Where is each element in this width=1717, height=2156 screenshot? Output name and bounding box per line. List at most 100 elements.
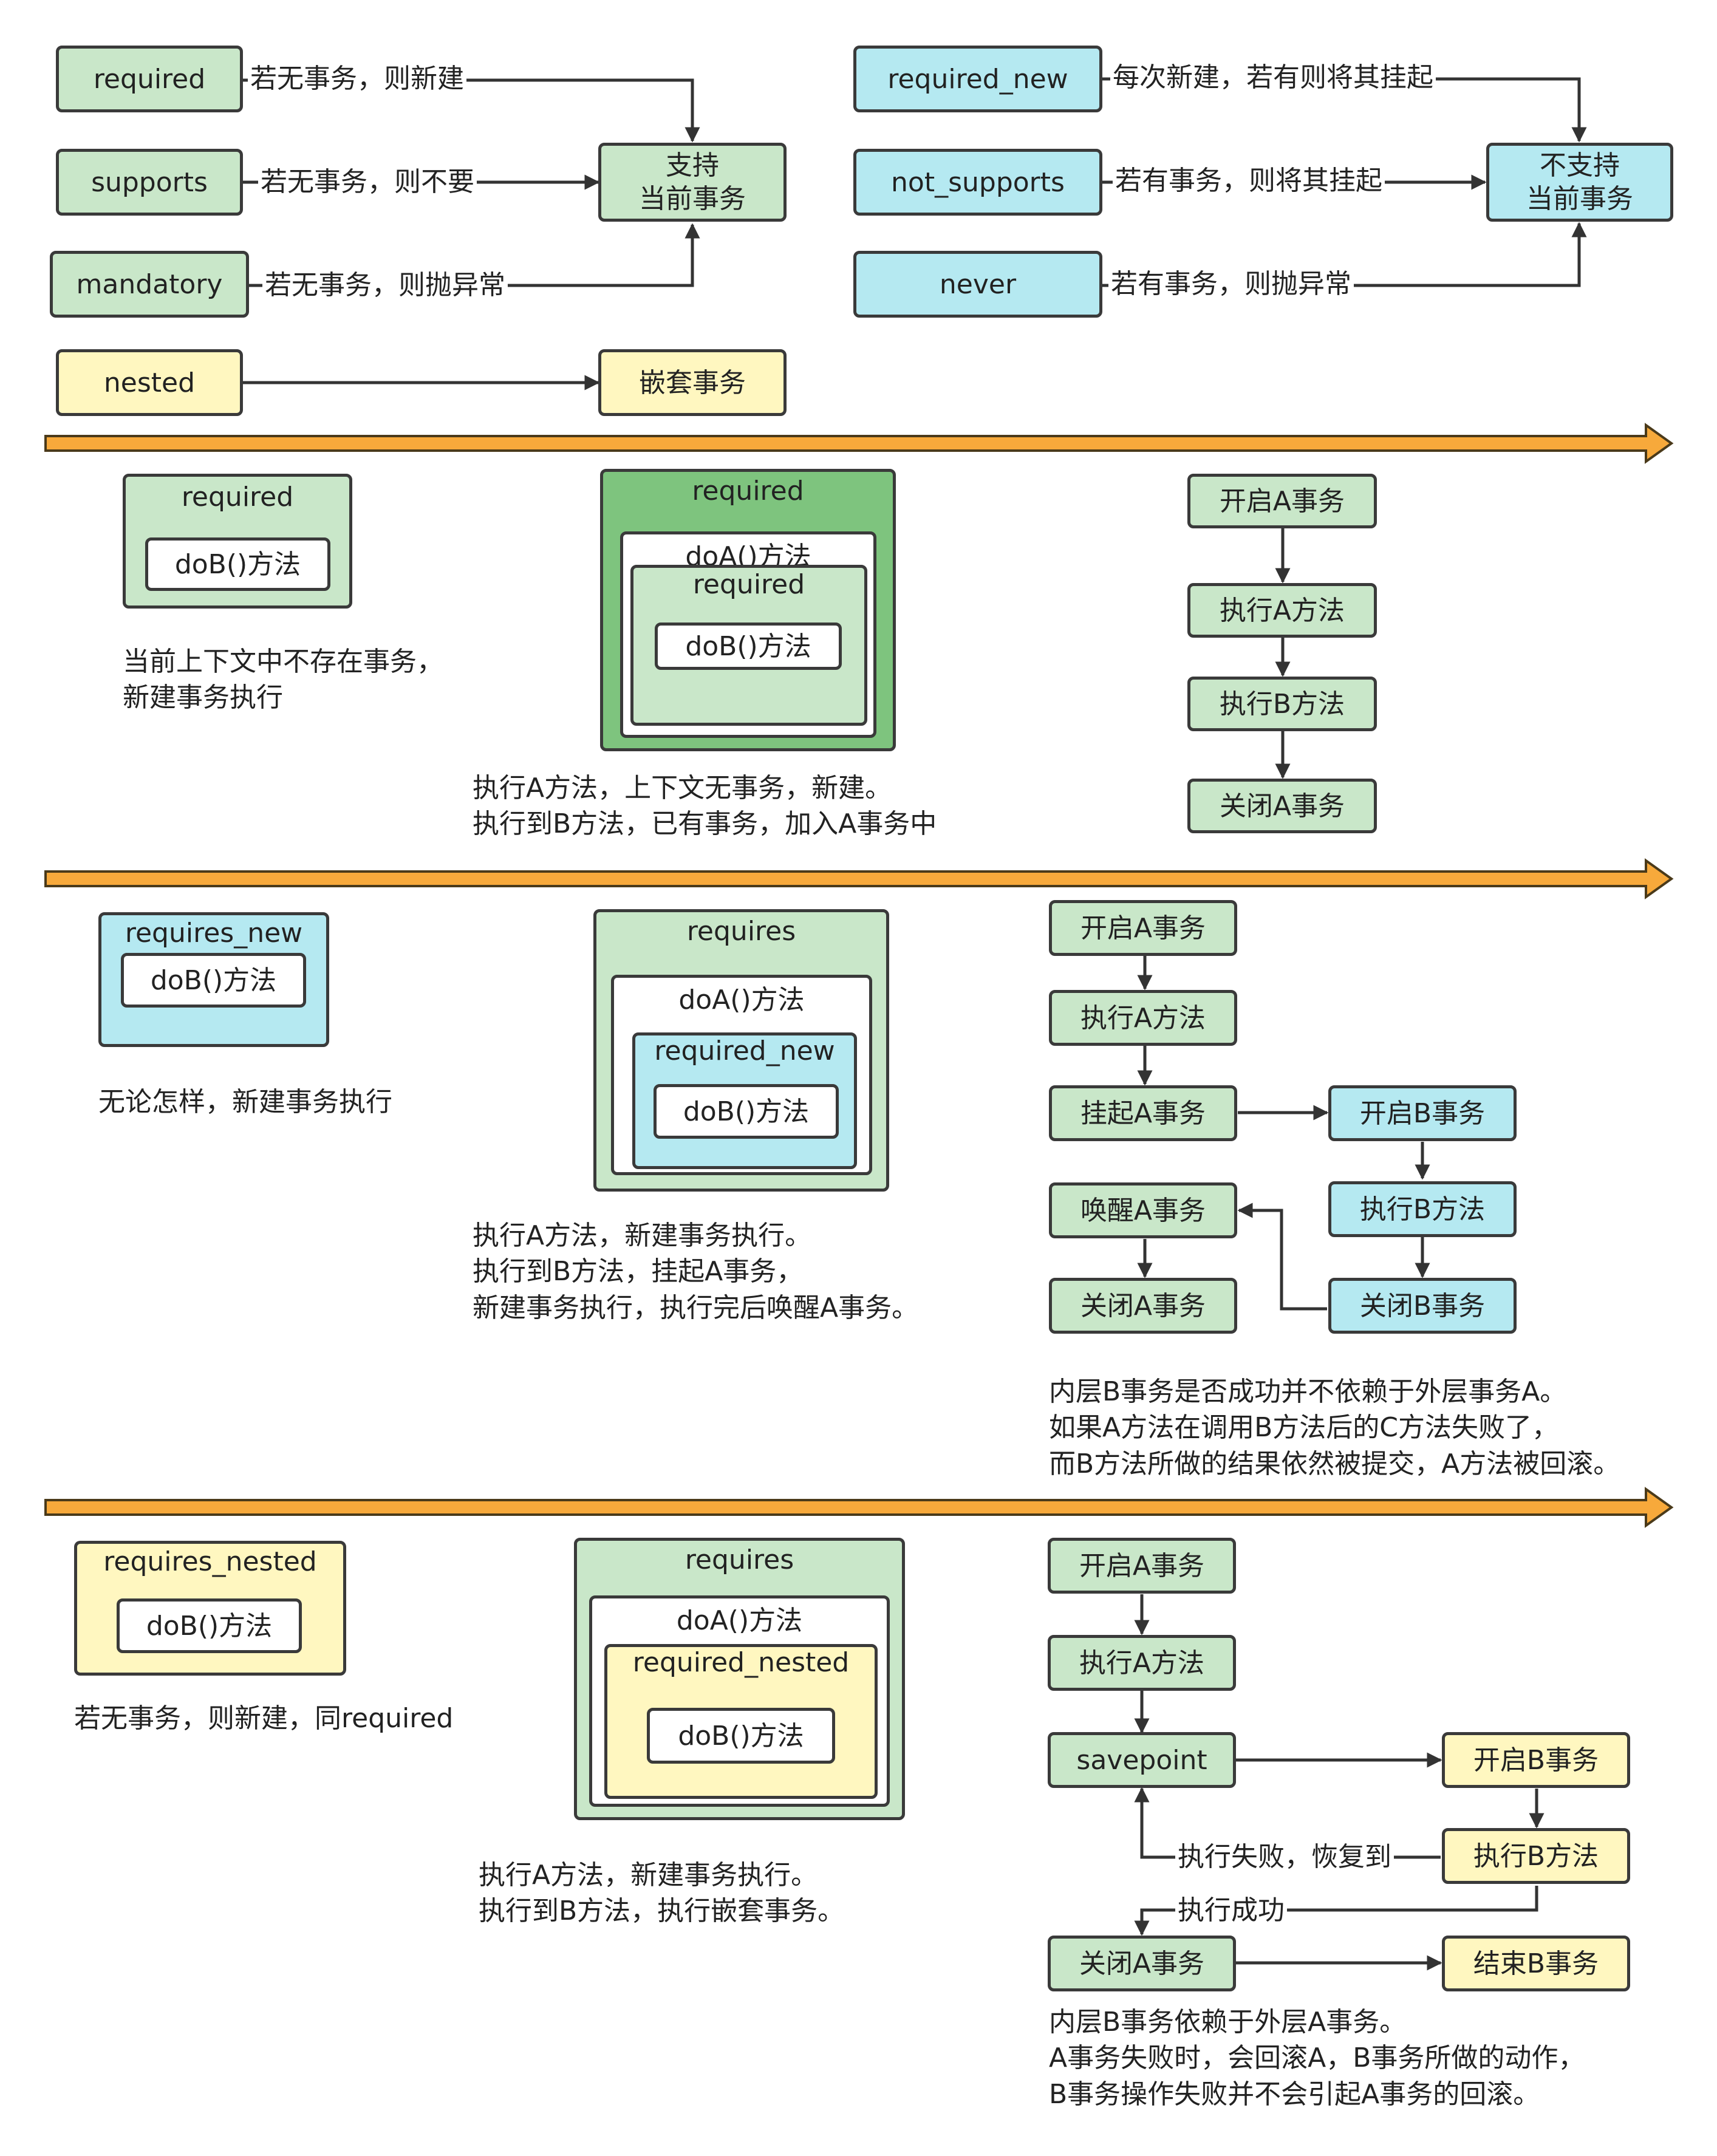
legend-not-supports-desc: 若有事务，则将其挂起 [1113,164,1385,197]
legend-mandatory: mandatory [50,251,249,318]
s3-flow-close-a-label: 关闭A事务 [1079,1948,1205,1979]
s3-flow-open-b-label: 开启B事务 [1473,1744,1599,1776]
s2-example-line-1: 执行A方法，新建事务执行。 [473,1220,812,1251]
s1-outer-title: required [692,476,804,507]
s1-note: 当前上下文中不存在事务， 新建事务执行 [123,644,443,716]
s1-dob-label: doB()方法 [174,548,301,580]
s2-box-title: requires_new [125,918,303,949]
legend-nested-target: 嵌套事务 [598,349,787,416]
s3-example-line-2: 执行到B方法，执行嵌套事务。 [479,1895,845,1927]
s2-example-line-2: 执行到B方法，挂起A事务， [473,1256,804,1288]
legend-required-desc: 若无事务，则新建 [248,62,466,95]
s3-flow-close-a: 关闭A事务 [1048,1936,1236,1991]
s2-flow-close-a-label: 关闭A事务 [1080,1290,1206,1322]
s3-box-dob: doB()方法 [117,1598,302,1653]
s1-required-box-title: required [181,482,294,513]
s1-example-line-2: 执行到B方法，已有事务，加入A事务中 [473,808,937,840]
s1-doa-box: doA()方法 required doB()方法 [620,531,876,738]
s2-summary-line-3: 而B方法所做的结果依然被提交，A方法被回滚。 [1049,1448,1620,1479]
s3-inner-dob-label: doB()方法 [678,1720,804,1752]
s2-flow-suspend-a-label: 挂起A事务 [1080,1097,1206,1129]
s2-example: 执行A方法，新建事务执行。 执行到B方法，挂起A事务， 新建事务执行，执行完后唤… [473,1218,918,1326]
s3-example-line-1: 执行A方法，新建事务执行。 [479,1860,818,1891]
s2-inner-title: required_new [654,1035,835,1066]
legend-required-new-desc: 每次新建，若有则将其挂起 [1110,61,1436,94]
s1-flow-exec-a: 执行A方法 [1187,583,1377,638]
s3-outer-title: requires [684,1544,794,1575]
legend-supports-label: supports [91,166,208,198]
s1-note-line-1: 当前上下文中不存在事务， [123,646,443,677]
s2-flow-open-b-label: 开启B事务 [1359,1097,1486,1129]
timeline-arrow-1 [44,423,1674,464]
legend-support-target: 支持 当前事务 [598,143,787,222]
s2-dob-label: doB()方法 [150,964,277,996]
s3-summary: 内层B事务依赖于外层A事务。 A事务失败时，会回滚A，B事务所做的动作， B事务… [1049,2004,1585,2112]
s1-inner-dob: doB()方法 [655,623,842,670]
s2-box-dob: doB()方法 [121,953,306,1008]
s3-flow-exec-a: 执行A方法 [1048,1635,1236,1691]
s2-flow-exec-a-label: 执行A方法 [1080,1002,1206,1034]
s2-flow-close-b: 关闭B事务 [1328,1278,1517,1334]
s2-note: 无论怎样，新建事务执行 [98,1087,392,1117]
s1-note-line-2: 新建事务执行 [123,682,283,714]
s3-box-title: requires_nested [103,1546,317,1577]
s3-example: 执行A方法，新建事务执行。 执行到B方法，执行嵌套事务。 [479,1857,844,1929]
flow2-arrow-resume [1237,1203,1327,1311]
legend-required: required [56,46,243,112]
s2-flow-open-a: 开启A事务 [1049,900,1237,956]
s2-summary-line-1: 内层B事务是否成功并不依赖于外层事务A。 [1049,1376,1567,1407]
s2-summary: 内层B事务是否成功并不依赖于外层事务A。 如果A方法在调用B方法后的C方法失败了… [1049,1374,1620,1482]
s1-required-box-dob: doB()方法 [145,537,330,591]
legend-nested-target-label: 嵌套事务 [639,367,746,398]
s2-flow-resume-a-label: 唤醒A事务 [1080,1195,1206,1226]
s1-inner-required: required doB()方法 [630,565,867,726]
s2-doa-box: doA()方法 required_new doB()方法 [611,975,872,1175]
s3-flow-exec-b-label: 执行B方法 [1473,1840,1599,1872]
s3-requires-nested-box: requires_nested doB()方法 [74,1541,346,1676]
s2-flow-close-a: 关闭A事务 [1049,1278,1237,1334]
s1-outer-required: required doA()方法 required doB()方法 [600,469,896,751]
legend-required-new: required_new [853,46,1102,112]
s3-outer-requires: requires doA()方法 required_nested doB()方法 [574,1538,905,1820]
s3-flow-end-b: 结束B事务 [1442,1936,1630,1991]
s1-inner-dob-label: doB()方法 [685,630,811,662]
legend-supports-desc: 若无事务，则不要 [258,165,477,199]
s3-flow-savepoint: savepoint [1048,1732,1236,1788]
legend-supports: supports [56,149,243,216]
s1-flow-exec-b-label: 执行B方法 [1219,688,1345,720]
s2-flow-exec-b-label: 执行B方法 [1359,1193,1486,1225]
s1-required-box: required doB()方法 [123,474,352,609]
s1-example: 执行A方法，上下文无事务，新建。 执行到B方法，已有事务，加入A事务中 [473,770,937,842]
s3-inner-required-nested: required_nested doB()方法 [604,1644,878,1799]
s3-summary-line-3: B事务操作失败并不会引起A事务的回滚。 [1049,2078,1540,2110]
s2-inner-dob: doB()方法 [654,1084,839,1139]
s3-success-label: 执行成功 [1175,1894,1287,1927]
s3-doa-title: doA()方法 [676,1605,803,1636]
timeline-arrow-3 [44,1487,1674,1528]
legend-never-label: never [939,268,1017,300]
s2-inner-required-new: required_new doB()方法 [632,1032,857,1169]
s2-flow-open-b: 开启B事务 [1328,1085,1517,1141]
s2-example-line-3: 新建事务执行，执行完后唤醒A事务。 [473,1292,919,1323]
s3-flow-open-a-label: 开启A事务 [1079,1550,1205,1581]
s1-inner-title: required [692,569,805,600]
s3-flow-open-a: 开启A事务 [1048,1538,1236,1594]
legend-nested: nested [56,349,243,416]
s2-flow-exec-a: 执行A方法 [1049,990,1237,1046]
timeline-arrow-2 [44,858,1674,899]
s3-fail-label: 执行失败，恢复到 [1175,1840,1394,1874]
s2-flow-resume-a: 唤醒A事务 [1049,1182,1237,1238]
s1-example-line-1: 执行A方法，上下文无事务，新建。 [473,773,892,803]
s3-dob-label: doB()方法 [146,1610,273,1642]
s3-inner-dob: doB()方法 [647,1708,835,1764]
s2-summary-line-2: 如果A方法在调用B方法后的C方法失败了， [1049,1412,1559,1444]
legend-required-label: required [93,63,206,95]
legend-required-new-label: required_new [887,63,1068,95]
s2-flow-open-a-label: 开启A事务 [1080,912,1206,944]
legend-never-desc: 若有事务，则抛异常 [1108,267,1354,301]
s3-doa-box: doA()方法 required_nested doB()方法 [589,1595,890,1807]
s1-flow-close-a-label: 关闭A事务 [1219,790,1345,822]
legend-nested-label: nested [103,367,196,398]
legend-not-supports-label: not_supports [891,166,1065,198]
